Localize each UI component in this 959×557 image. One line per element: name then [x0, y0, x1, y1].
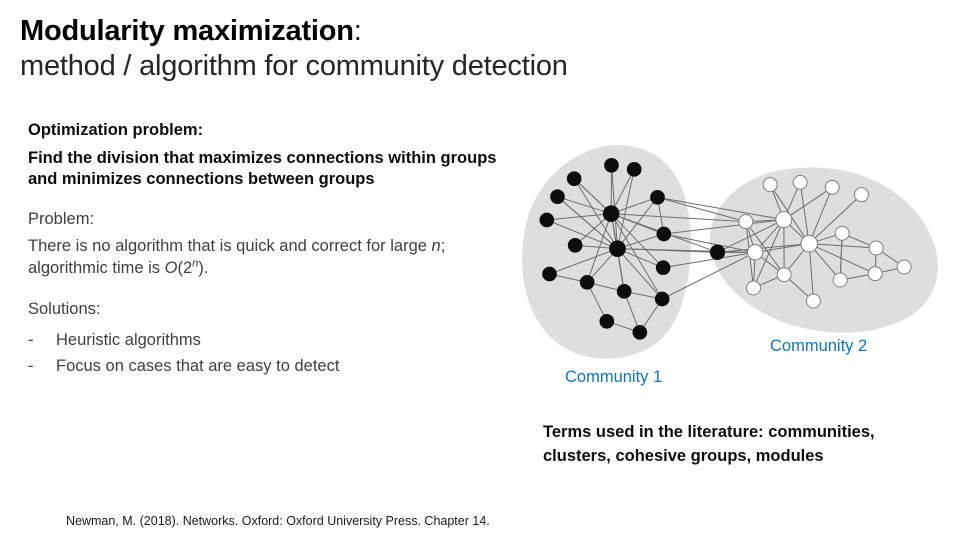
bullet-dash-icon: - [28, 330, 34, 349]
graph-node-dark [539, 212, 555, 228]
bullet-text: Heuristic algorithms [56, 330, 201, 349]
graph-node-dark [650, 190, 665, 205]
graph-node-light [747, 244, 764, 261]
graph-node-dark [616, 284, 632, 299]
graph-node-dark [602, 205, 620, 222]
bullet-text: Focus on cases that are easy to detect [56, 356, 340, 375]
optimization-body: Find the division that maximizes connect… [28, 148, 497, 189]
graph-node-dark [632, 325, 648, 340]
graph-node-light [792, 174, 808, 190]
graph-node-dark [656, 226, 672, 242]
problem-body-prefix: There is no algorithm that is quick and … [28, 237, 432, 255]
graph-node-light [896, 259, 912, 275]
terms-line-2: clusters, cohesive groups, modules [543, 447, 824, 465]
bullet-dash-icon: - [28, 356, 34, 375]
problem-body-bigO: O [164, 258, 178, 277]
spacer [28, 279, 498, 299]
graph-node-light [776, 267, 792, 283]
graph-node-dark [604, 158, 619, 173]
problem-body-exponent: n [192, 257, 199, 269]
terms-line-1: Terms used in the literature: communitie… [543, 423, 875, 441]
graph-node-light [738, 214, 754, 230]
graph-node-light [834, 225, 850, 241]
graph-node-dark [567, 238, 583, 253]
problem-body: There is no algorithm that is quick and … [28, 236, 498, 279]
graph-node-dark [599, 314, 615, 329]
problem-body-n: n [431, 237, 441, 255]
problem-heading: Problem: [28, 209, 95, 228]
graph-node-dark [550, 189, 565, 204]
graph-node-dark [579, 275, 595, 290]
graph-node-dark [566, 171, 582, 186]
graph-node-dark [542, 266, 557, 282]
spacer [28, 191, 498, 209]
graph-node-light [806, 293, 821, 309]
left-text-column: Optimization problem: Find the division … [28, 120, 498, 379]
graph-node-light [867, 266, 883, 282]
list-item: - Heuristic algorithms [28, 327, 498, 353]
page-title: Modularity maximization: method / algori… [20, 14, 780, 85]
nodes-community-1 [539, 158, 726, 340]
community-1-label: Community 1 [565, 368, 663, 386]
graph-node-light [746, 280, 761, 296]
problem-body-paren-close: ). [198, 258, 209, 277]
network-diagram [500, 128, 959, 378]
network-svg [522, 144, 938, 359]
graph-node-dark-bridge [709, 244, 726, 260]
problem-body-paren-open: (2 [177, 258, 193, 277]
graph-node-light [868, 240, 884, 256]
graph-node-dark [654, 291, 670, 307]
citation: Newman, M. (2018). Networks. Oxford: Oxf… [66, 514, 490, 528]
graph-node-light [832, 272, 848, 288]
title-line-1: Modularity maximization: [20, 14, 780, 48]
optimization-heading: Optimization problem: [28, 121, 204, 139]
graph-node-dark [626, 162, 642, 177]
graph-node-light [775, 211, 793, 229]
graph-node-light [854, 187, 869, 203]
nodes-community-2 [738, 174, 912, 309]
solutions-heading: Solutions: [28, 300, 101, 318]
terms-note: Terms used in the literature: communitie… [543, 420, 943, 468]
problem-body-mid: ; algorithmic time is [28, 237, 446, 277]
graph-node-dark [609, 240, 626, 257]
graph-node-dark [655, 260, 671, 275]
title-line-2: method / algorithm for community detecti… [20, 50, 568, 82]
graph-node-light [762, 177, 778, 193]
graph-node-light [800, 234, 819, 253]
title-strong: Modularity maximization [20, 15, 354, 47]
solutions-bullet-list: - Heuristic algorithms - Focus on cases … [28, 327, 498, 379]
graph-node-light [824, 179, 840, 195]
title-colon: : [353, 15, 362, 47]
list-item: - Focus on cases that are easy to detect [28, 353, 498, 379]
community-2-label: Community 2 [770, 337, 868, 355]
